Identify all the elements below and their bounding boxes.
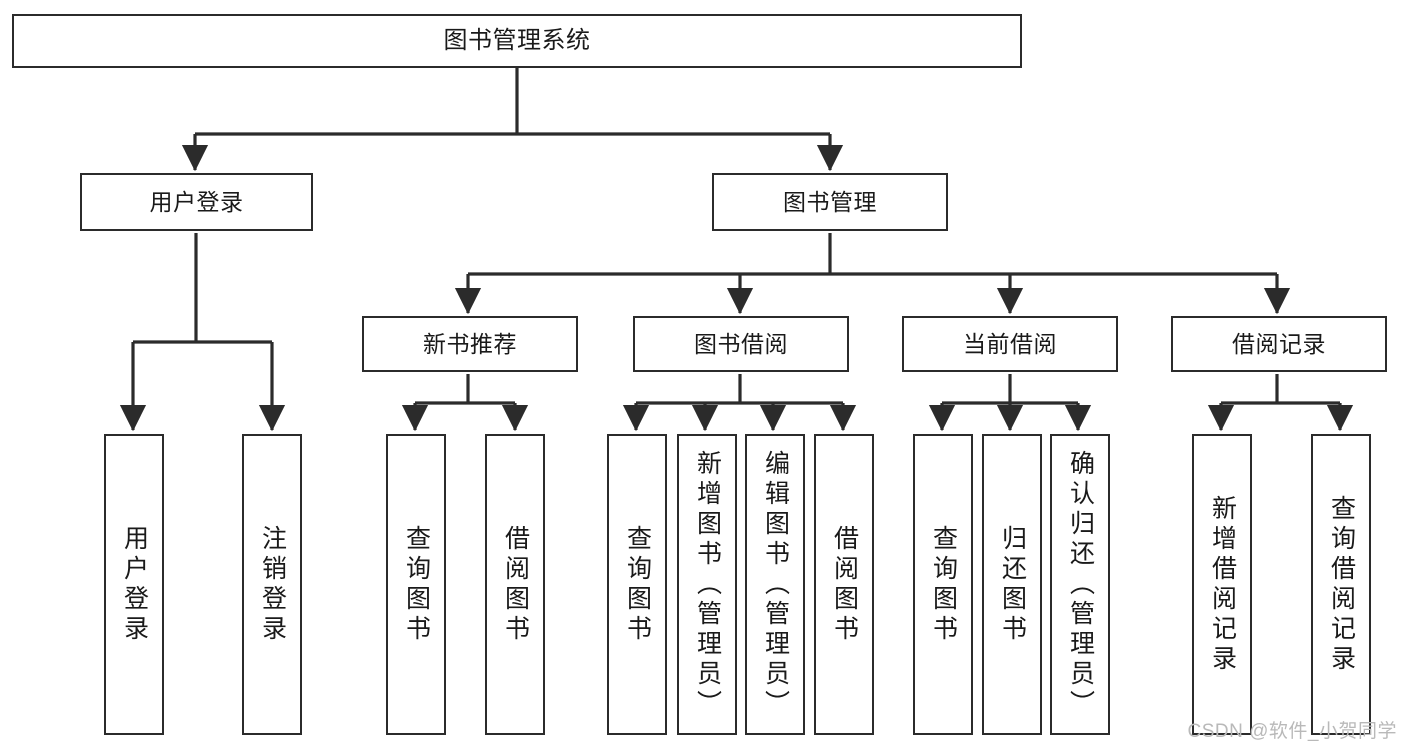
node-label: 用户登录 (120, 524, 149, 645)
node-label: 借阅记录 (1232, 330, 1326, 357)
node-label: 查询图书 (929, 524, 958, 645)
node-label: 图书借阅 (694, 330, 788, 357)
leaf-confirm-return[interactable]: 确认归还（管理员） (1050, 434, 1110, 735)
node-label: 新增图书（管理员） (693, 449, 722, 720)
node-label: 当前借阅 (963, 330, 1057, 357)
node-user-login[interactable]: 用户登录 (80, 173, 313, 231)
node-label: 查询借阅记录 (1327, 494, 1356, 675)
node-root-system[interactable]: 图书管理系统 (12, 14, 1022, 68)
leaf-user-login[interactable]: 用户登录 (104, 434, 164, 735)
node-label: 借阅图书 (501, 524, 530, 645)
node-label: 用户登录 (149, 188, 244, 215)
node-label: 新增借阅记录 (1208, 494, 1237, 675)
node-label: 确认归还（管理员） (1066, 449, 1095, 720)
csdn-watermark: CSDN @软件_小贺同学 (1187, 721, 1397, 742)
node-label: 编辑图书（管理员） (761, 449, 790, 720)
leaf-query-book-borrow[interactable]: 查询图书 (607, 434, 667, 735)
node-label: 查询图书 (623, 524, 652, 645)
leaf-return-book[interactable]: 归还图书 (982, 434, 1042, 735)
node-borrow-record[interactable]: 借阅记录 (1171, 316, 1387, 372)
leaf-borrow-book-recommend[interactable]: 借阅图书 (485, 434, 545, 735)
node-label: 新书推荐 (423, 330, 517, 357)
leaf-logout-login[interactable]: 注销登录 (242, 434, 302, 735)
node-label: 图书管理 (783, 188, 877, 215)
leaf-query-book-recommend[interactable]: 查询图书 (386, 434, 446, 735)
node-new-book-recommend[interactable]: 新书推荐 (362, 316, 578, 372)
leaf-add-book[interactable]: 新增图书（管理员） (677, 434, 737, 735)
node-current-borrow[interactable]: 当前借阅 (902, 316, 1118, 372)
node-label: 图书管理系统 (443, 27, 591, 55)
leaf-borrow-book-borrow[interactable]: 借阅图书 (814, 434, 874, 735)
leaf-add-borrow-record[interactable]: 新增借阅记录 (1192, 434, 1252, 735)
leaf-query-book-current[interactable]: 查询图书 (913, 434, 973, 735)
leaf-query-borrow-record[interactable]: 查询借阅记录 (1311, 434, 1371, 735)
node-book-manage[interactable]: 图书管理 (712, 173, 948, 231)
node-book-borrow[interactable]: 图书借阅 (633, 316, 849, 372)
leaf-edit-book[interactable]: 编辑图书（管理员） (745, 434, 805, 735)
node-label: 借阅图书 (830, 524, 859, 645)
node-label: 注销登录 (258, 524, 287, 645)
node-label: 归还图书 (998, 524, 1027, 645)
node-label: 查询图书 (402, 524, 431, 645)
